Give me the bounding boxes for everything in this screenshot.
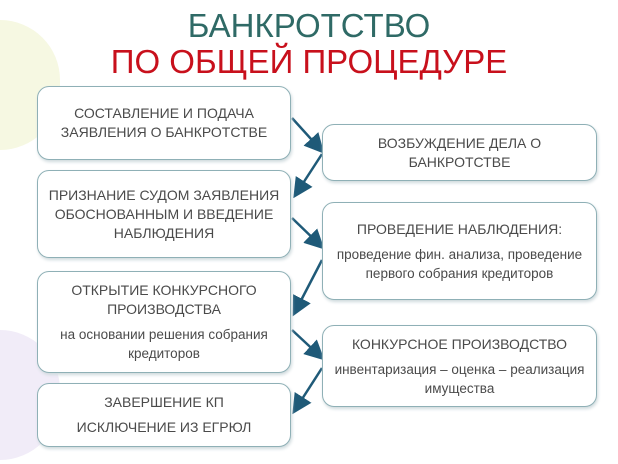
step-subtext: ИСКЛЮЧЕНИЕ ИЗ ЕГРЮЛ bbox=[76, 419, 252, 435]
step-application: СОСТАВЛЕНИЕ И ПОДАЧА ЗАЯВЛЕНИЯ О БАНКРОТ… bbox=[37, 86, 291, 160]
step-text: СОСТАВЛЕНИЕ И ПОДАЧА ЗАЯВЛЕНИЯ О БАНКРОТ… bbox=[60, 105, 268, 140]
arrow bbox=[292, 259, 324, 317]
step-text: ПРОВЕДЕНИЕ НАБЛЮДЕНИЯ: bbox=[356, 220, 563, 237]
step-subtext: инвентаризация – оценка – реализация иму… bbox=[334, 361, 585, 396]
arrow bbox=[293, 153, 324, 199]
arrow bbox=[291, 329, 325, 361]
step-text: ВОЗБУЖДЕНИЕ ДЕЛА О БАНКРОТСТВЕ bbox=[377, 134, 542, 170]
step-text: ОТКРЫТИЕ КОНКУРСНОГО ПРОИЗВОДСТВА bbox=[71, 282, 257, 317]
step-text: КОНКУРСНОЕ ПРОИЗВОДСТВО bbox=[351, 335, 568, 352]
arrow bbox=[291, 117, 325, 154]
step-competitive-opening: ОТКРЫТИЕ КОНКУРСНОГО ПРОИЗВОДСТВА на осн… bbox=[37, 271, 291, 373]
step-observation: ПРОВЕДЕНИЕ НАБЛЮДЕНИЯ: проведение фин. а… bbox=[322, 202, 597, 300]
step-competitive-proceedings: КОНКУРСНОЕ ПРОИЗВОДСТВО инвентаризация –… bbox=[322, 325, 597, 407]
step-text: ПРИЗНАНИЕ СУДОМ ЗАЯВЛЕНИЯ ОБОСНОВАННЫМ И… bbox=[48, 186, 280, 241]
step-case-initiation: ВОЗБУЖДЕНИЕ ДЕЛА О БАНКРОТСТВЕ bbox=[322, 124, 597, 181]
step-subtext: проведение фин. анализа, проведение перв… bbox=[336, 246, 583, 281]
arrow bbox=[292, 367, 324, 415]
arrow bbox=[291, 217, 325, 250]
step-completion: ЗАВЕРШЕНИЕ КП ИСКЛЮЧЕНИЕ ИЗ ЕГРЮЛ bbox=[37, 383, 291, 447]
title-line-1: БАНКРОТСТВО bbox=[187, 7, 431, 44]
step-text: ЗАВЕРШЕНИЕ КП bbox=[104, 394, 224, 410]
title-line-2: ПО ОБЩЕЙ ПРОЦЕДУРЕ bbox=[110, 43, 508, 80]
step-subtext: на основании решения собрания кредиторов bbox=[60, 327, 268, 361]
step-court-recognition: ПРИЗНАНИЕ СУДОМ ЗАЯВЛЕНИЯ ОБОСНОВАННЫМ И… bbox=[37, 170, 291, 258]
